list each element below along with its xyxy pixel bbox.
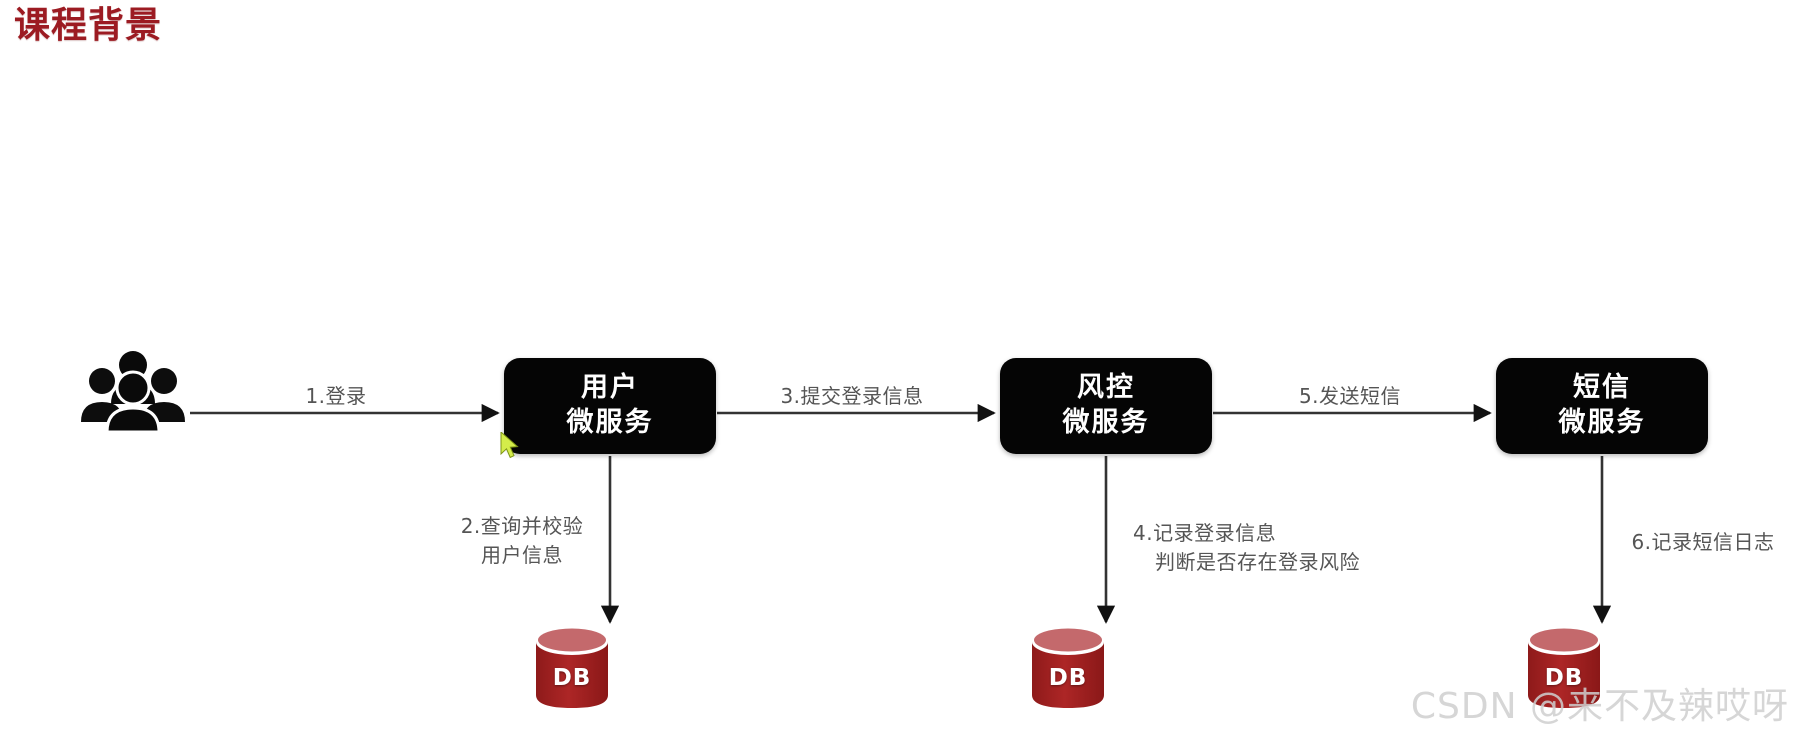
service-name-line1: 用户 (581, 372, 639, 404)
user-group-actor (78, 350, 188, 432)
flow-label-5-send-sms: 5.发送短信 (1298, 384, 1402, 408)
flow-label-2-query-verify: 2.查询并校验 用户信息 (461, 512, 584, 570)
database-cylinder-icon (1525, 625, 1603, 711)
database-cylinder-icon (1029, 625, 1107, 711)
flow-label-4-record-login: 4.记录登录信息 判断是否存在登录风险 (1133, 519, 1360, 577)
flow-label-4-line1: 4.记录登录信息 (1133, 521, 1277, 545)
page-title: 课程背景 (14, 5, 163, 46)
flow-label-2-line2: 用户信息 (481, 543, 563, 567)
database-user[interactable]: DB (533, 625, 611, 711)
service-box-risk-control[interactable]: 风控 微服务 (1000, 358, 1212, 454)
database-cylinder-icon (533, 625, 611, 711)
service-name-line2: 微服务 (1558, 407, 1646, 438)
flow-label-4-line2: 判断是否存在登录风险 (1155, 550, 1360, 574)
service-name-line1: 短信 (1573, 372, 1631, 404)
database-sms[interactable]: DB (1525, 625, 1603, 711)
flow-label-3-submit-login-info: 3.提交登录信息 (780, 384, 924, 408)
flow-label-1-login: 1.登录 (305, 384, 367, 408)
watermark: CSDN @来不及辣哎呀 (1410, 686, 1789, 727)
flow-label-2-line1: 2.查询并校验 (460, 514, 584, 538)
service-name-line2: 微服务 (566, 407, 654, 438)
service-box-sms[interactable]: 短信 微服务 (1496, 358, 1708, 454)
database-label: DB (1048, 665, 1088, 691)
database-label: DB (1544, 665, 1584, 691)
service-name-line2: 微服务 (1062, 407, 1150, 438)
database-risk-control[interactable]: DB (1029, 625, 1107, 711)
service-name-line1: 风控 (1077, 372, 1135, 404)
flow-label-6-record-sms-log: 6.记录短信日志 (1631, 530, 1775, 554)
users-icon (78, 350, 188, 432)
database-label: DB (552, 665, 592, 691)
service-box-user[interactable]: 用户 微服务 (504, 358, 716, 454)
